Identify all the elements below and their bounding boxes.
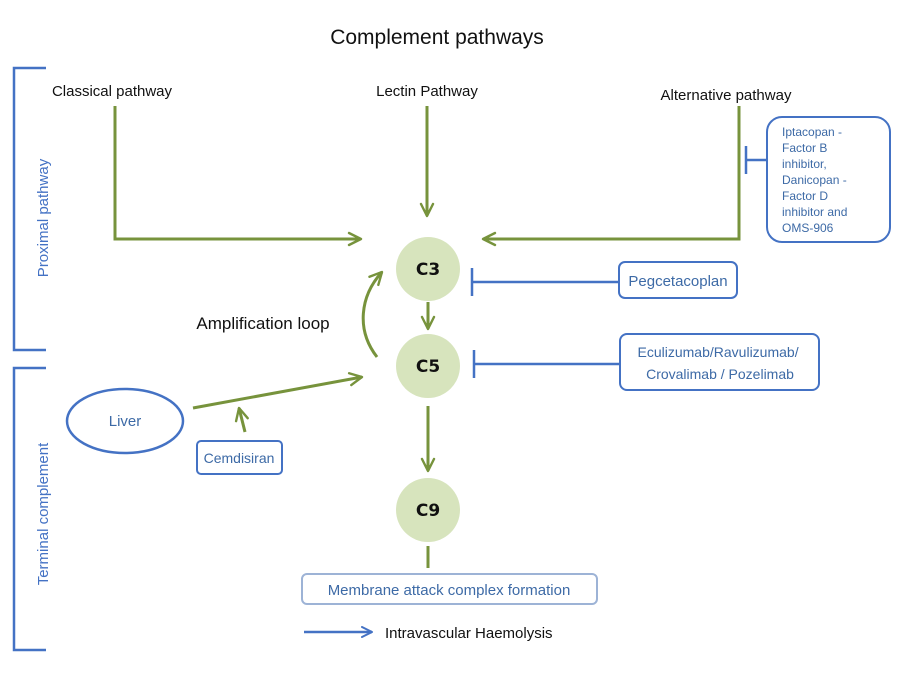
pegcetacoplan-label: Pegcetacoplan	[628, 273, 727, 290]
alternative-inhibitor-line: inhibitor and	[782, 205, 847, 219]
lectin-pathway-label: Lectin Pathway	[376, 83, 478, 100]
amplification-loop-arrow	[361, 270, 384, 358]
cemdisiran-box	[196, 440, 283, 475]
alternative-inhibitor-line: Factor B	[782, 141, 827, 155]
alternative-inhibitor-line: inhibitor,	[782, 157, 827, 171]
liver-label: Liver	[109, 413, 142, 430]
liver-node	[65, 387, 185, 455]
c3-node	[396, 237, 460, 301]
c5-inhibition-bar	[472, 350, 620, 378]
mac-formation-label: Membrane attack complex formation	[328, 582, 571, 599]
amplification-loop-label: Amplification loop	[196, 314, 329, 333]
classical-to-c3-arrow	[113, 106, 363, 247]
cemdisiran-label: Cemdisiran	[204, 450, 275, 466]
haemolysis-label: Intravascular Haemolysis	[385, 625, 553, 642]
alternative-inhibition-bar	[744, 146, 767, 174]
terminal-bracket	[12, 366, 46, 652]
proximal-bracket	[12, 66, 46, 352]
c5-label: C5	[416, 357, 440, 377]
c3-label: C3	[416, 260, 440, 280]
alternative-inhibitor-box	[766, 116, 891, 243]
alternative-inhibitor-line: OMS-906	[782, 221, 834, 235]
c5-inhibitor-line: Crovalimab / Pozelimab	[646, 366, 794, 382]
c5-inhibitor-line: Eculizumab/Ravulizumab/	[638, 344, 799, 360]
liver-to-c5-arrow	[192, 372, 364, 410]
c9-label: C9	[416, 501, 440, 521]
alternative-inhibitor-line: Factor D	[782, 189, 828, 203]
proximal-pathway-label: Proximal pathway	[35, 158, 52, 277]
cemdisiran-to-liver-arrow	[234, 406, 249, 433]
alternative-to-c3-arrow	[481, 106, 741, 247]
c5-inhibitor-box	[619, 333, 820, 391]
terminal-complement-label: Terminal complement	[35, 442, 52, 585]
alternative-inhibitor-line: Iptacopan -	[782, 125, 842, 139]
c9-node	[396, 478, 460, 542]
diagram-title: Complement pathways	[330, 26, 544, 49]
alternative-inhibitor-text: Iptacopan - Factor B inhibitor, Danicopa…	[782, 125, 851, 235]
mac-formation-box	[301, 573, 598, 605]
alternative-pathway-label: Alternative pathway	[661, 87, 792, 104]
pegcetacoplan-box	[618, 261, 738, 299]
c5-inhibitor-text: Eculizumab/Ravulizumab/ Crovalimab / Poz…	[638, 344, 803, 382]
c3-inhibition-bar	[470, 268, 619, 296]
c5-node	[396, 334, 460, 398]
alternative-inhibitor-line: Danicopan -	[782, 173, 847, 187]
classical-pathway-label: Classical pathway	[52, 83, 173, 100]
